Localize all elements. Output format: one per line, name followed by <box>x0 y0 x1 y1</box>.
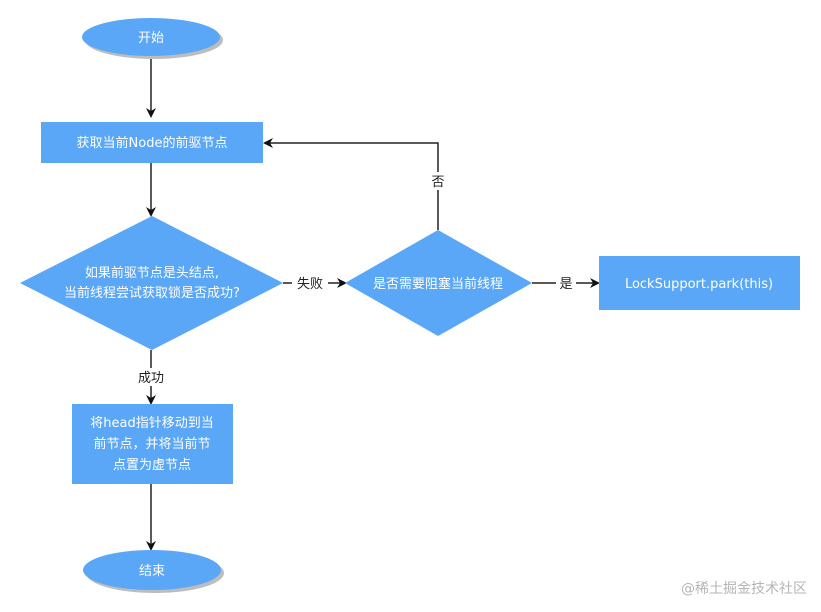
node-end-label: 结束 <box>139 564 165 579</box>
node-decision-block: 是否需要阻塞当前线程 <box>345 230 532 336</box>
node-decision-lock-line-2: 当前线程尝试获取锁是否成功? <box>64 285 240 301</box>
node-get-prev-label: 获取当前Node的前驱节点 <box>77 135 228 151</box>
node-get-prev: 获取当前Node的前驱节点 <box>41 122 263 163</box>
node-end: 结束 <box>83 550 224 593</box>
node-park: LockSupport.park(this) <box>599 256 800 310</box>
edge-label-success: 成功 <box>138 371 164 386</box>
edge-block-no <box>263 138 439 230</box>
node-move-head-line-3: 点置为虚节点 <box>113 458 191 473</box>
node-decision-block-label: 是否需要阻塞当前线程 <box>373 276 503 292</box>
node-move-head: 将head指针移动到当 前节点，并将当前节 点置为虚节点 <box>72 404 233 484</box>
edge-label-fail: 失败 <box>297 277 323 292</box>
node-start-label: 开始 <box>138 31 164 46</box>
node-start: 开始 <box>82 18 223 59</box>
watermark: @稀土掘金技术社区 <box>681 581 807 597</box>
node-decision-lock-line-1: 如果前驱节点是头结点, <box>85 265 219 281</box>
node-move-head-line-2: 前节点，并将当前节 <box>93 436 210 452</box>
edge-label-no: 否 <box>431 175 444 190</box>
node-decision-lock: 如果前驱节点是头结点, 当前线程尝试获取锁是否成功? <box>20 216 283 350</box>
node-park-label: LockSupport.park(this) <box>625 277 773 292</box>
edge-label-yes: 是 <box>559 277 572 292</box>
node-move-head-line-1: 将head指针移动到当 <box>90 416 213 431</box>
